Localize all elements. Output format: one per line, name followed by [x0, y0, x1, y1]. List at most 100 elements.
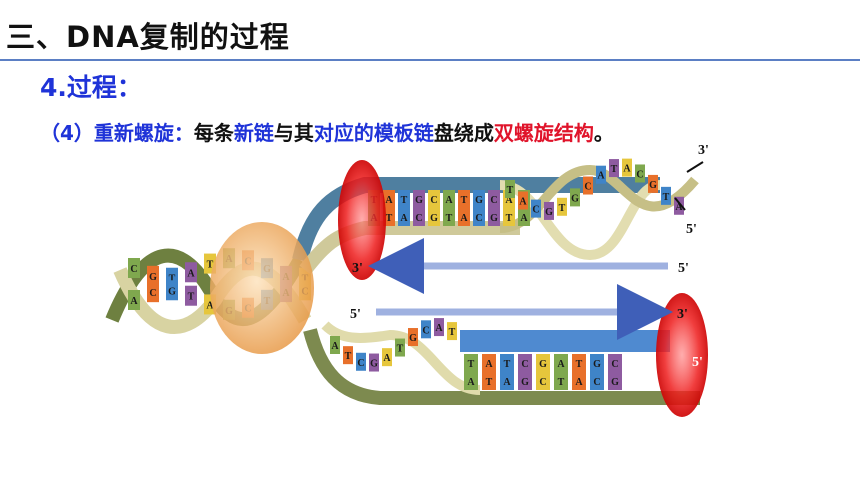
base-block [443, 190, 455, 208]
base-letter: G [539, 359, 547, 370]
base-block [608, 372, 622, 390]
base-letter: A [460, 213, 468, 224]
base-block [473, 208, 485, 226]
base-block [518, 354, 532, 372]
base-block [421, 320, 431, 339]
base-block [464, 372, 478, 390]
template-strand-term: 对应的模板链 [313, 121, 434, 145]
base-block [570, 188, 580, 207]
base-letter: G [593, 359, 601, 370]
base-letter: C [521, 359, 528, 370]
base-letter: T [169, 274, 176, 285]
base-block [434, 318, 444, 337]
base-letter: A [675, 202, 683, 213]
base-block [383, 208, 395, 226]
base-letter: A [435, 323, 443, 334]
base-letter: T [504, 359, 511, 370]
base-letter: A [445, 195, 453, 206]
base-block [464, 354, 478, 372]
base-letter: C [149, 288, 156, 299]
upper-end-mark-b [674, 197, 686, 211]
base-letter: T [559, 203, 566, 214]
base-letter: C [490, 195, 497, 206]
base-block [398, 208, 410, 226]
new-strand-term: 新链 [233, 121, 274, 145]
base-block [128, 258, 140, 278]
base-letter: T [188, 292, 195, 303]
base-letter: A [187, 268, 195, 279]
base-letter: A [519, 196, 527, 207]
base-letter: T [558, 377, 565, 388]
base-letter: C [611, 359, 618, 370]
base-block [458, 190, 470, 208]
base-block [503, 208, 515, 226]
base-letter: T [449, 327, 456, 338]
base-block [572, 354, 586, 372]
label-top-3prime: 3' [698, 143, 709, 158]
base-letter: A [597, 171, 605, 182]
base-letter: A [385, 195, 393, 206]
base-block [661, 186, 671, 205]
base-block [488, 190, 500, 208]
base-block [572, 372, 586, 390]
base-block [343, 346, 353, 365]
base-letter: A [331, 341, 339, 352]
base-letter: G [490, 213, 498, 224]
base-block [500, 354, 514, 372]
base-letter: A [503, 377, 511, 388]
lower-old-strand [303, 328, 700, 405]
base-letter: A [467, 377, 475, 388]
base-block [356, 352, 366, 371]
base-letter: T [663, 192, 670, 203]
base-letter: T [397, 344, 404, 355]
base-letter: C [539, 377, 546, 388]
base-letter: G [409, 333, 417, 344]
base-letter: T [576, 359, 583, 370]
base-block [674, 196, 684, 215]
label-arrow-bottom-right: 3' [677, 307, 688, 322]
base-block [413, 190, 425, 208]
base-block [458, 208, 470, 226]
base-letter: G [168, 286, 176, 297]
base-letter: T [401, 195, 408, 206]
base-block [369, 353, 379, 372]
base-block [330, 336, 340, 354]
base-block [473, 190, 485, 208]
base-letter: A [400, 213, 408, 224]
base-block [398, 190, 410, 208]
base-letter: A [505, 195, 513, 206]
base-block [554, 354, 568, 372]
label-top-5prime: 5' [686, 222, 697, 237]
base-block [544, 201, 554, 220]
base-letter: T [345, 351, 352, 362]
section-heading: 4.过程： [40, 73, 142, 102]
base-letter: T [468, 359, 475, 370]
base-block [147, 265, 159, 286]
base-letter: C [430, 195, 437, 206]
lower-new-strand [460, 330, 670, 352]
label-arrow-top-left: 3' [352, 261, 363, 276]
base-letter: T [446, 213, 453, 224]
base-letter: G [521, 377, 529, 388]
statement-period: 。 [593, 121, 614, 145]
base-letter: T [507, 185, 514, 196]
base-block [557, 197, 567, 216]
base-letter: A [383, 353, 391, 364]
base-letter: A [130, 296, 138, 307]
base-block [488, 208, 500, 226]
base-block [408, 328, 418, 347]
base-block [554, 372, 568, 390]
base-block [482, 354, 496, 372]
base-block [395, 338, 405, 357]
statement-text-3: 盘绕成 [433, 121, 494, 145]
base-letter: T [461, 195, 468, 206]
base-letter: C [130, 264, 137, 275]
base-letter: C [584, 182, 591, 193]
label-arrow-top-right: 5' [678, 261, 689, 276]
base-block [590, 372, 604, 390]
helicase-enzyme [210, 222, 314, 354]
